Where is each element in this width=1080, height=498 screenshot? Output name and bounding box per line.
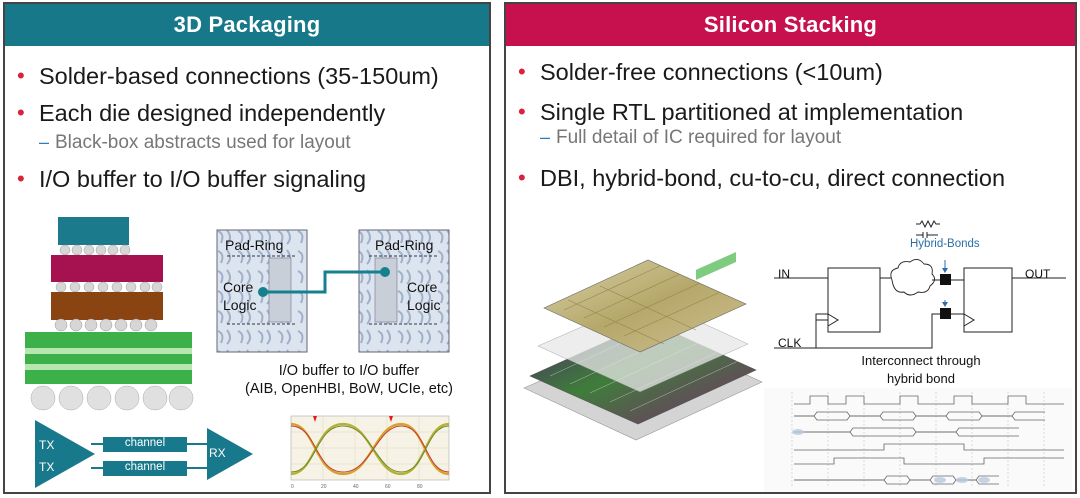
in-label: IN (778, 267, 790, 281)
bullet-text: Solder-based connections (35-150um) (39, 63, 439, 89)
svg-text:20: 20 (321, 484, 327, 490)
die-stack-illustration (25, 217, 194, 411)
io-caption: I/O buffer to I/O buffer(AIB, OpenHBI, B… (245, 363, 453, 397)
hybrid-bonds-label: Hybrid-Bonds (910, 238, 980, 250)
bullet-item: • Each die designed independently (5, 99, 439, 127)
bullet-dot-icon: • (17, 100, 25, 125)
bullet-text: I/O buffer to I/O buffer signaling (39, 166, 367, 192)
sub-bullet-item: –Black-box abstracts used for layout (5, 131, 439, 155)
bullet-text: Single RTL partitioned at implementation (540, 99, 964, 125)
bullet-item: • Solder-free connections (<10um) (506, 58, 1005, 86)
eye-diagram-plot: 0 20 40 60 80 (290, 415, 450, 490)
clk-label: CLK (778, 336, 802, 350)
sub-bullet-text: Black-box abstracts used for layout (55, 132, 351, 153)
io-buffer-diagram (216, 229, 450, 353)
bullet-item: • I/O buffer to I/O buffer signaling (5, 165, 439, 193)
panel-silicon-stacking: Silicon Stacking • Solder-free connection… (504, 2, 1077, 494)
dash-icon: – (540, 127, 551, 147)
bullet-item: • Solder-based connections (35-150um) (5, 62, 439, 90)
svg-text:40: 40 (353, 484, 359, 490)
bullet-item: • Single RTL partitioned at implementatio… (506, 98, 1005, 126)
out-label: OUT (1025, 267, 1051, 281)
pad-ring-label: Pad-Ring (225, 237, 284, 253)
timing-diagram (764, 388, 1072, 492)
svg-text:60: 60 (385, 484, 391, 490)
dash-icon: – (39, 132, 50, 152)
bullet-dot-icon: • (518, 99, 526, 124)
bullet-text: Each die designed independently (39, 100, 386, 126)
bullet-text: DBI, hybrid-bond, cu-to-cu, direct conne… (540, 165, 1006, 191)
bullet-dot-icon: • (518, 59, 526, 84)
svg-text:80: 80 (417, 484, 423, 490)
tx-label: TX (39, 460, 55, 474)
tx-rx-channel-diagram (35, 420, 253, 488)
channel-label: channel (124, 437, 166, 449)
bullet-dot-icon: • (518, 165, 526, 190)
bullet-list: • Solder-free connections (<10um) • Single… (506, 58, 1005, 192)
bullet-text: Solder-free connections (<10um) (540, 59, 883, 85)
rx-label: RX (209, 446, 226, 460)
bullet-list: • Solder-based connections (35-150um) • Ea… (5, 62, 439, 193)
sub-bullet-text: Full detail of IC required for layout (556, 127, 842, 148)
svg-text:0: 0 (291, 484, 294, 490)
pad-ring-label: Pad-Ring (375, 237, 434, 253)
hybrid-bond-circuit (774, 219, 1066, 349)
sub-bullet-item: –Full detail of IC required for layout (506, 126, 1005, 150)
stacked-die-illustration (523, 252, 763, 441)
panel-3d-packaging: 3D Packaging • Solder-based connections (… (3, 2, 491, 494)
bullet-item: • DBI, hybrid-bond, cu-to-cu, direct conn… (506, 164, 1005, 192)
bullet-dot-icon: • (17, 166, 25, 191)
channel-label: channel (124, 461, 166, 473)
panel-title: 3D Packaging (5, 4, 489, 46)
bullet-dot-icon: • (17, 63, 25, 88)
panel-title: Silicon Stacking (506, 4, 1075, 46)
tx-label: TX (39, 438, 55, 452)
